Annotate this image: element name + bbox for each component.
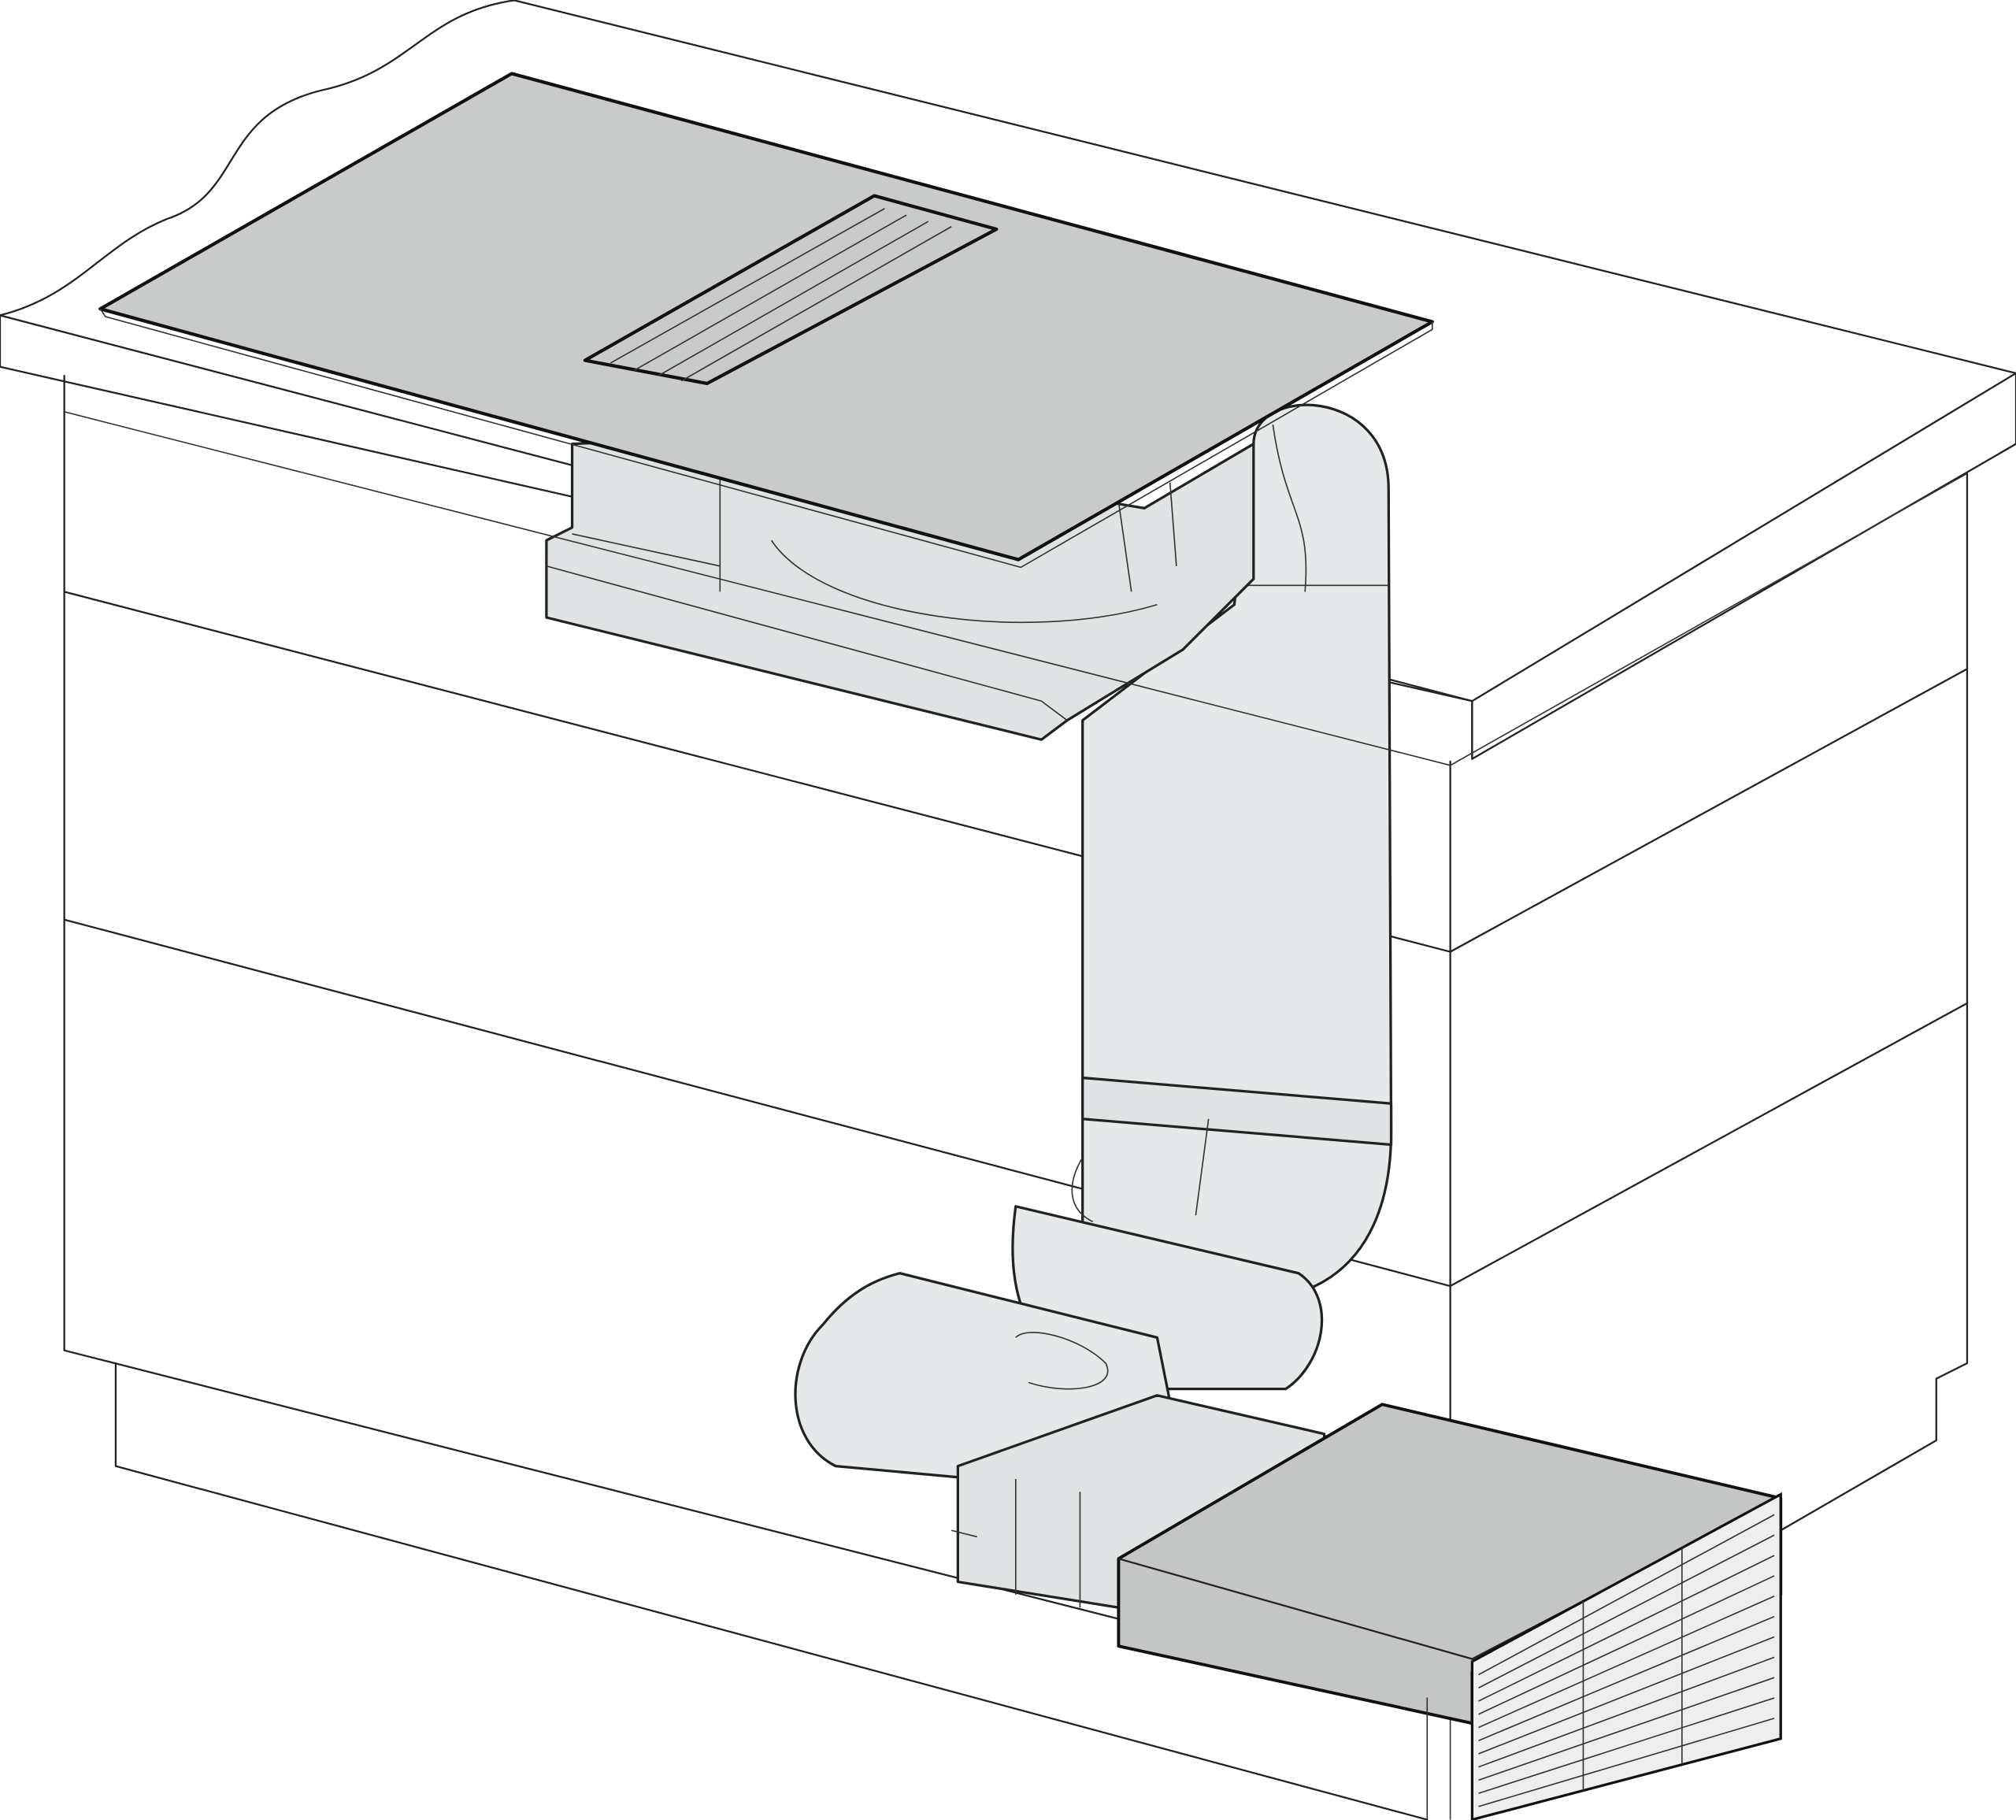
drawer-line-1 <box>63 591 1969 953</box>
cabinet <box>63 374 1969 1820</box>
downdraft-vent <box>583 194 999 386</box>
vent-grille <box>1470 1492 1782 1820</box>
grille-slat <box>1478 1534 1775 1688</box>
grille-slat <box>1478 1718 1775 1807</box>
grille-slat <box>1478 1555 1775 1702</box>
grille-slat <box>1478 1697 1775 1794</box>
grille-slat <box>1478 1575 1775 1715</box>
grille-slat <box>1478 1596 1775 1729</box>
cabinet-overlay-lines <box>64 411 1968 1820</box>
grille-slat <box>1478 1636 1775 1755</box>
drawer-line-2 <box>63 918 1969 1288</box>
grille-slat <box>1478 1656 1775 1768</box>
grille-slat <box>1478 1514 1775 1676</box>
grille-slat <box>1478 1677 1775 1781</box>
cooktop <box>98 72 1434 569</box>
grille-slat <box>1478 1615 1775 1741</box>
